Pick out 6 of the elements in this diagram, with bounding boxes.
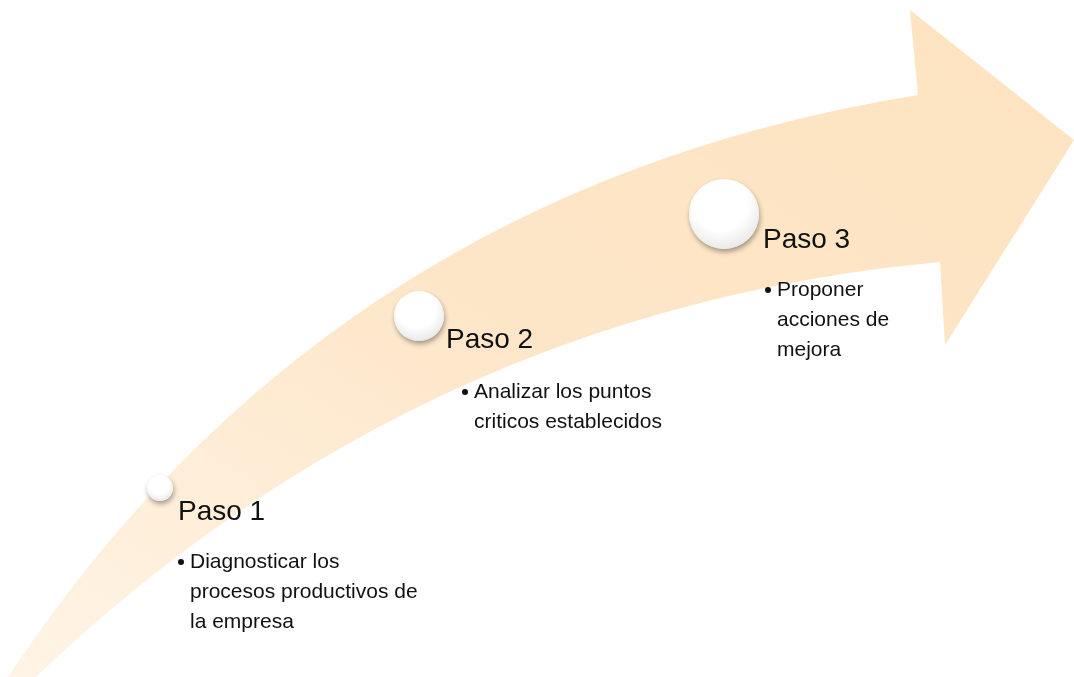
step-title: Paso 2 xyxy=(446,325,534,353)
step-description: Analizar los puntos criticos establecidos xyxy=(474,378,663,434)
step-description: Diagnosticar los procesos productivos de la empresa xyxy=(190,548,419,634)
step-title: Paso 1 xyxy=(178,497,266,525)
step-description: Proponer acciones de mejora xyxy=(777,276,891,362)
step-title: Paso 3 xyxy=(763,225,851,253)
